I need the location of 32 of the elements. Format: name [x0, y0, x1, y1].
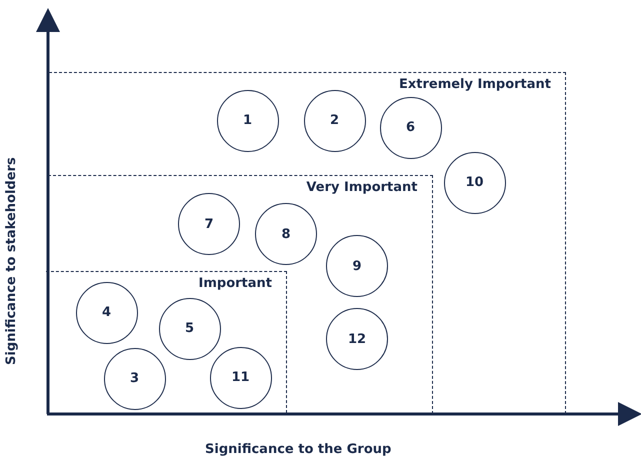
topic-circle	[216, 90, 278, 152]
region-heading: Very Important	[306, 180, 418, 194]
topic-circle	[304, 90, 366, 152]
region-heading: Important	[198, 276, 272, 291]
topic-number: 9	[352, 258, 362, 274]
topic-circle	[178, 193, 240, 255]
topic-number: 4	[102, 305, 112, 320]
topic-number: 12	[348, 332, 366, 346]
topic-number: 7	[204, 216, 214, 232]
topic-number: 2	[330, 113, 340, 128]
topic-circle	[76, 282, 138, 344]
region-heading: Extremely Important	[398, 77, 551, 92]
topic-number: 3	[130, 371, 140, 386]
topic-number: 1	[242, 113, 252, 128]
topic-circle	[158, 298, 220, 360]
axis-label: Significance to the Group	[205, 442, 392, 457]
dashed-region	[48, 174, 432, 414]
topic-circle	[104, 348, 166, 410]
topic-circle	[210, 346, 272, 408]
topic-circle	[326, 308, 388, 370]
topic-number: 8	[281, 226, 291, 242]
topic-number: 5	[184, 321, 194, 336]
axis-label: Significance to stakeholders	[4, 157, 19, 365]
topic-number: 10	[465, 175, 484, 190]
topic-circle	[326, 235, 388, 297]
topic-circle	[444, 152, 506, 214]
topic-circle	[255, 203, 317, 265]
dashed-region	[49, 72, 566, 414]
topic-number: 6	[406, 120, 416, 135]
topic-circle	[380, 96, 442, 158]
dashed-region	[46, 271, 287, 413]
topic-number: 11	[231, 370, 250, 385]
